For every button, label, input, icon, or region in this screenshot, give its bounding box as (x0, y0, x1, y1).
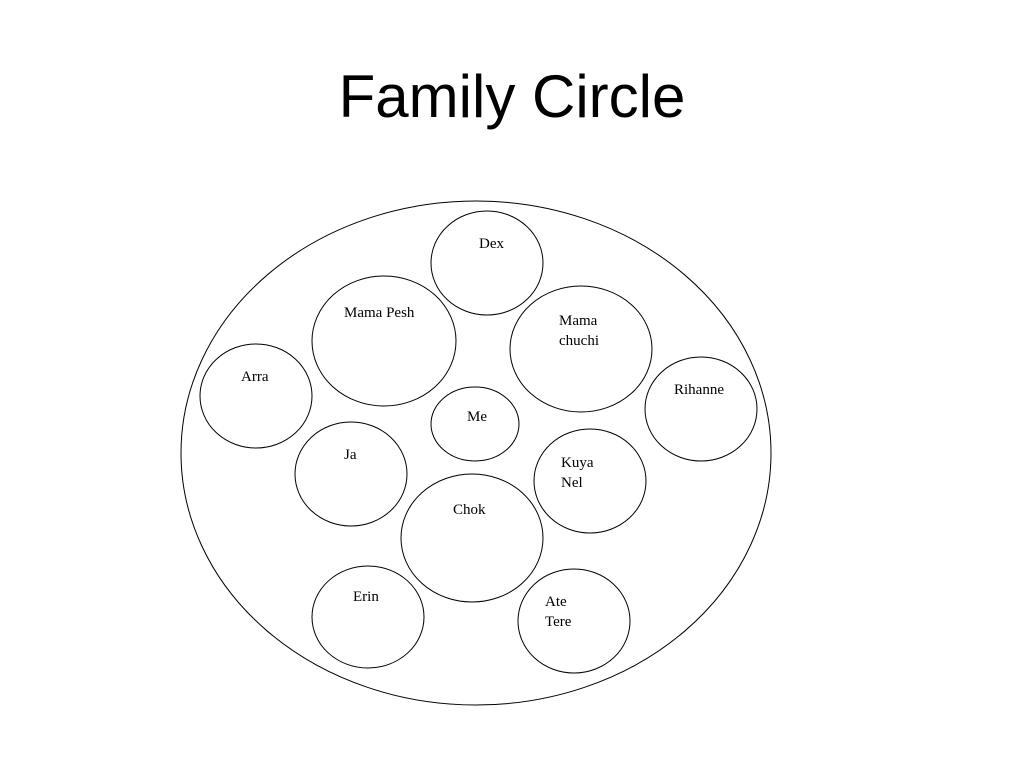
member-label-line: Mama Pesh (344, 305, 415, 321)
member-label-chok: Chok (453, 502, 486, 518)
member-label-line: chuchi (559, 333, 599, 349)
member-label-line: Chok (453, 502, 486, 518)
member-node-rihanne: Rihanne (644, 356, 758, 462)
member-node-mama-chuchi: Mama chuchi (509, 285, 653, 413)
member-label-line: Arra (241, 369, 269, 385)
member-label-line: Nel (561, 475, 583, 491)
member-label-line: Kuya (561, 455, 594, 471)
member-label-ja: Ja (344, 447, 357, 463)
member-circle-mama-chuchi (509, 285, 653, 413)
slide-title: Family Circle (338, 63, 686, 130)
member-label-me: Me (467, 409, 487, 425)
member-label-line: Dex (479, 236, 504, 252)
member-circle-arra (199, 343, 313, 449)
member-circle-dex (430, 210, 544, 316)
member-circle-ja (294, 421, 408, 527)
member-node-dex: Dex (430, 210, 544, 316)
member-label-line: Tere (545, 614, 572, 630)
member-label-arra: Arra (241, 369, 269, 385)
member-node-arra: Arra (199, 343, 313, 449)
member-label-rihanne: Rihanne (674, 382, 724, 398)
member-circle-me (430, 386, 520, 462)
member-circle-erin (311, 565, 425, 669)
member-label-mama-pesh: Mama Pesh (344, 305, 415, 321)
member-label-line: Erin (353, 589, 379, 605)
member-label-erin: Erin (353, 589, 379, 605)
outer-family-circle (180, 200, 772, 706)
member-circle-chok (400, 473, 544, 603)
member-label-line: Me (467, 409, 487, 425)
member-circle-ate-tere (517, 568, 631, 674)
member-node-chok: Chok (400, 473, 544, 603)
member-node-me: Me (430, 386, 520, 462)
member-node-ja: Ja (294, 421, 408, 527)
member-label-line: Ja (344, 447, 357, 463)
member-label-line: Ate (545, 594, 567, 610)
member-circle-mama-pesh (311, 275, 457, 407)
member-circle-kuya-nel (533, 428, 647, 534)
member-node-erin: Erin (311, 565, 425, 669)
member-label-line: Mama (559, 313, 598, 329)
member-node-mama-pesh: Mama Pesh (311, 275, 457, 407)
member-label-mama-chuchi: Mama chuchi (559, 313, 599, 349)
member-label-line: Rihanne (674, 382, 724, 398)
member-circle-rihanne (644, 356, 758, 462)
member-label-dex: Dex (479, 236, 504, 252)
